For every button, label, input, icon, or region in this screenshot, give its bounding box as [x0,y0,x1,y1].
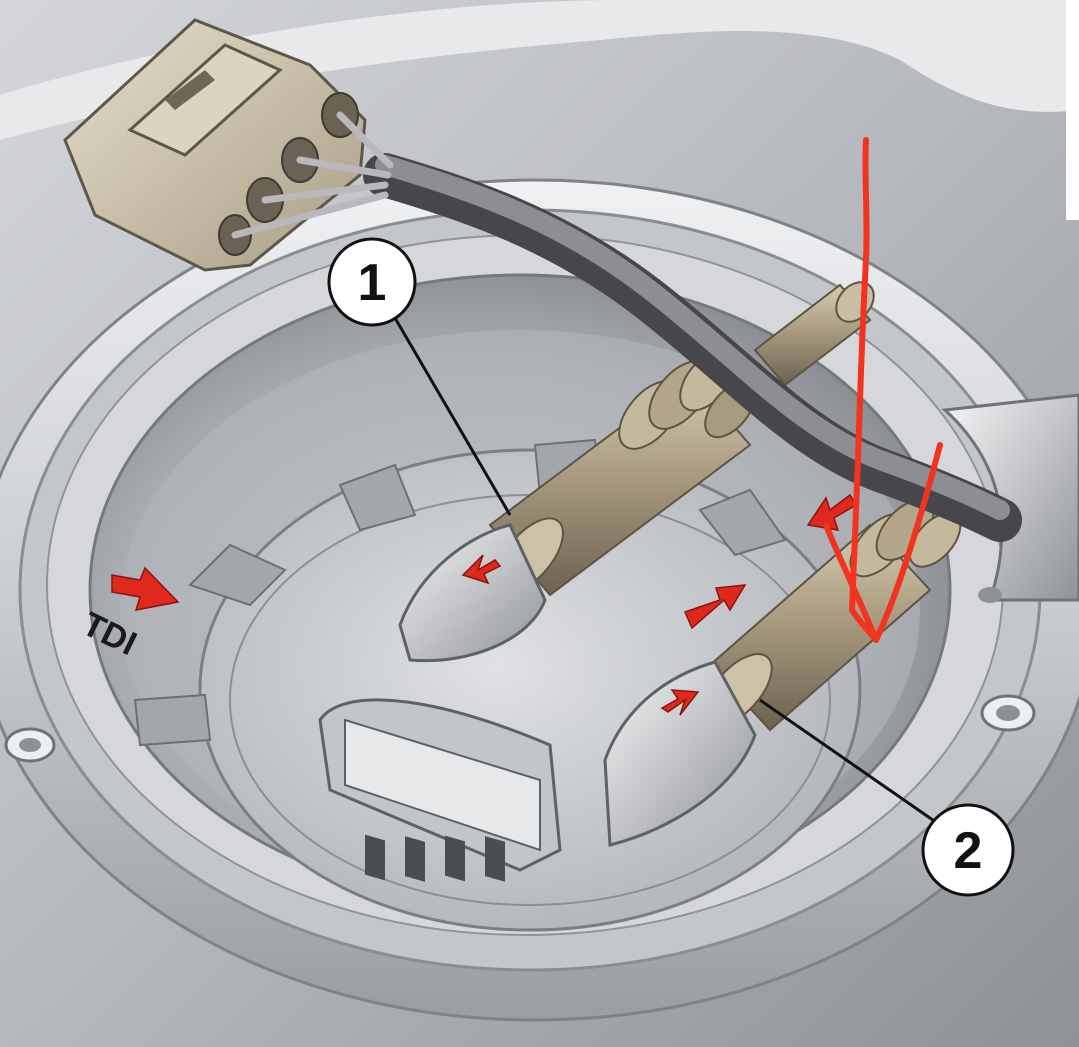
frame-edge [1066,0,1079,220]
callout-2: 2 [921,803,1015,897]
arrow-tube-2-icon [660,689,700,716]
hand-drawn-arrow-icon [823,137,943,643]
connector-wires [231,111,394,239]
callout-2-leader [759,698,941,827]
electrical-connector [63,18,394,272]
arrow-tdi-icon [111,566,180,611]
retaining-tab [133,693,212,747]
tube-2-end-cap [603,660,757,847]
callout-2-number: 2 [954,822,983,880]
electrical-socket [318,698,562,882]
annotation-shaft [849,137,870,613]
arrow-right-icon [806,493,858,531]
sender-tube-2 [603,499,962,847]
retaining-tab [188,543,287,607]
inner-disc [198,448,862,932]
arrow-center-icon [683,584,747,630]
callout-1-number: 1 [358,254,387,312]
bolt-hole-left [4,727,56,763]
socket-pin-slots [365,834,505,882]
annotation-head-inner [849,607,879,643]
tube-1-end-cap [398,523,547,663]
connector-key-slot [127,43,283,157]
callout-1: 1 [327,237,417,327]
annotation-head [823,442,943,643]
wiring-cable-highlight [375,155,1010,520]
callout-1-leader [393,317,512,516]
red-arrow-icon [111,493,858,716]
arrow-tube-1-icon [461,554,502,585]
retaining-tab [338,463,417,532]
bolt-hole-right [980,694,1036,732]
housing-top-edge [0,0,1079,140]
sender-tube-1 [398,348,756,663]
retaining-tab [698,488,787,557]
